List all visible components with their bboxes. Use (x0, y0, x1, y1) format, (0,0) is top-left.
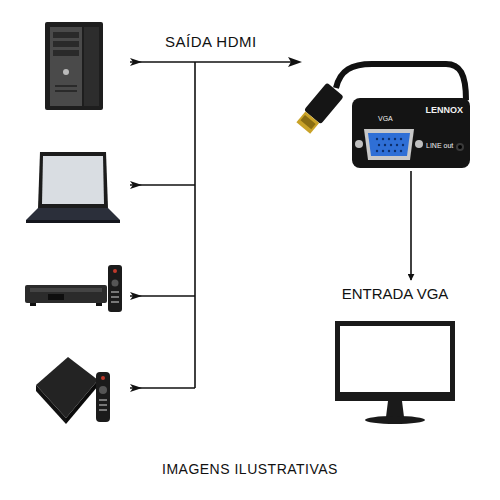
port-label: VGA (378, 115, 393, 123)
input-label: ENTRADA VGA (299, 283, 491, 302)
tv-box (36, 357, 110, 424)
monitor-drawing (299, 313, 491, 431)
tv-receiver (25, 265, 122, 312)
caption: IMAGENS ILUSTRATIVAS (162, 461, 338, 477)
signal-arrow (410, 171, 412, 280)
wire-arrowheads (130, 57, 302, 392)
signal-wires (130, 62, 296, 388)
adapter-box: LENNOX VGA LINE out (352, 98, 470, 168)
brand-logo: LENNOX (425, 105, 463, 115)
port-label: LINE out (426, 142, 453, 150)
monitor-box: ENTRADA VGA (299, 283, 491, 433)
connection-label: SAÍDA HDMI (165, 33, 257, 50)
laptop (26, 152, 120, 223)
pc-tower (45, 22, 103, 110)
